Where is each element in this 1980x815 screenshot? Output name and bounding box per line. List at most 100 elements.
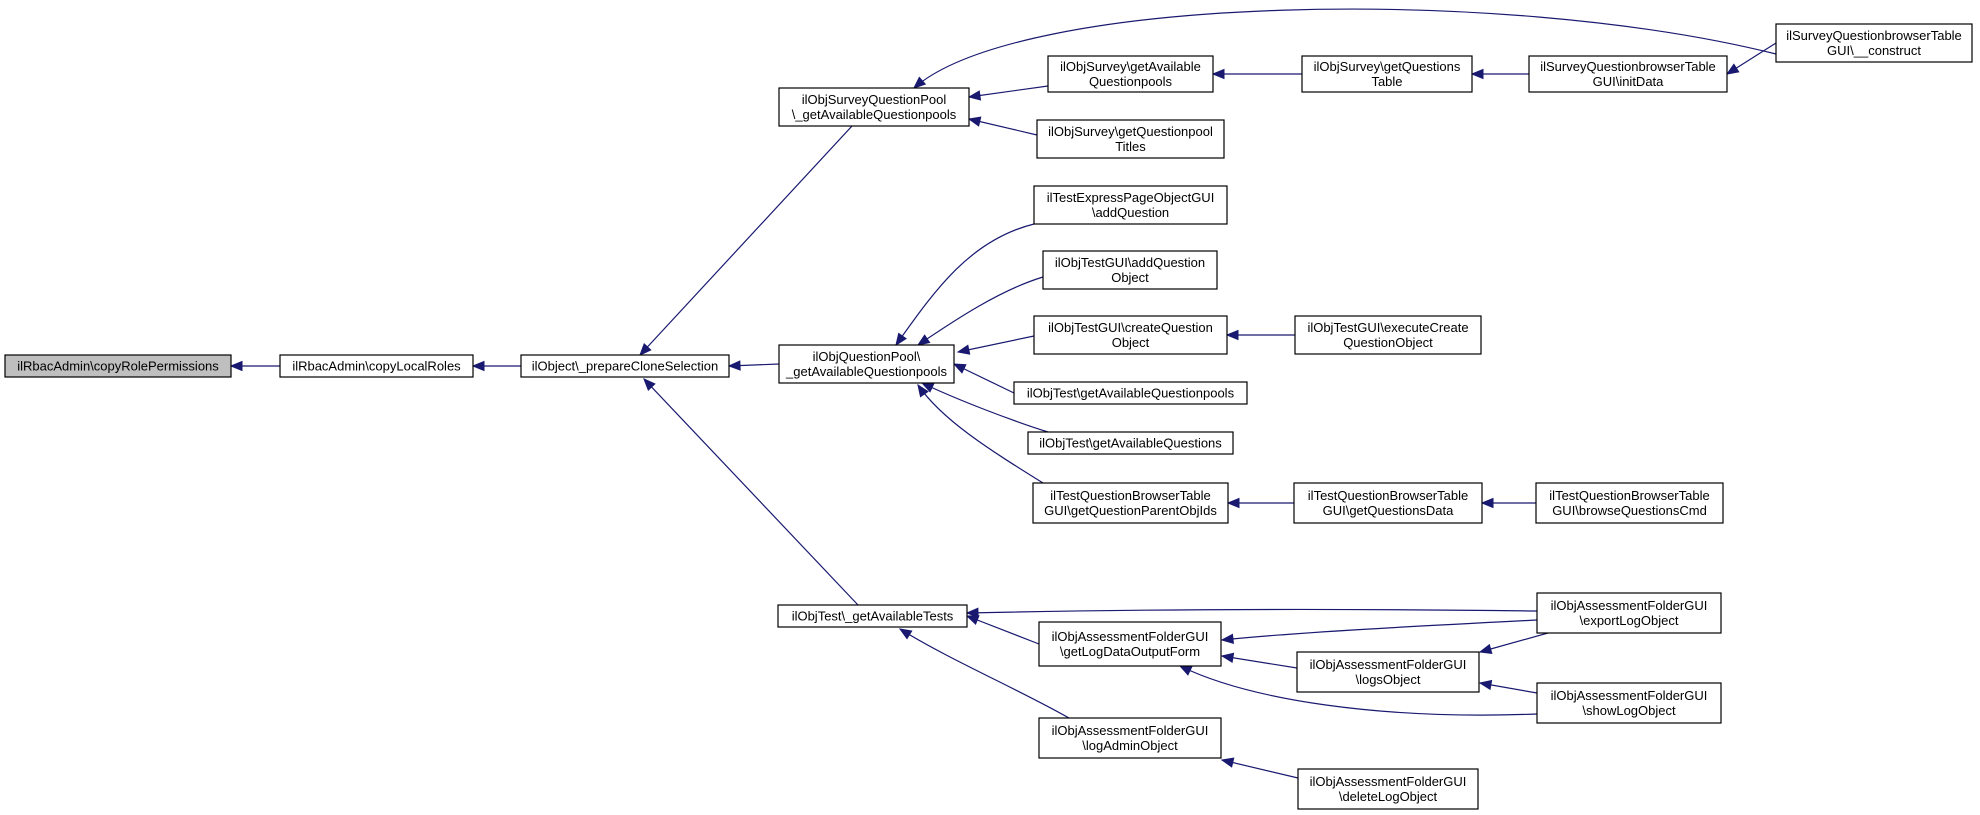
arrowhead-assessDeleteLogObject-to-assessLogAdminObject bbox=[1220, 757, 1235, 768]
node-label-line: ilTestQuestionBrowserTable bbox=[1549, 488, 1709, 503]
node-label-line: ilObjTestGUI\addQuestion bbox=[1055, 255, 1205, 270]
node-testQBrowserBrowseQuestionsCmd[interactable]: ilTestQuestionBrowserTableGUI\browseQues… bbox=[1535, 482, 1724, 524]
node-box bbox=[1038, 717, 1222, 759]
edge-surveyGetQpoolTitles-to-surveyQPoolGetAvail bbox=[968, 118, 1038, 136]
arrowhead-testQBrowserGetQuestionsData-to-testQBrowserGetParentObjIds bbox=[1226, 497, 1240, 509]
arrowhead-copyLocalRoles-to-copyRolePermissions bbox=[229, 360, 243, 372]
node-label-line: ilObjSurveyQuestionPool bbox=[802, 92, 947, 107]
node-box bbox=[1032, 482, 1229, 524]
edge-surveyGetAvailQpools-to-surveyQPoolGetAvail bbox=[968, 85, 1049, 98]
node-label-line: ilObjAssessmentFolderGUI bbox=[1551, 688, 1708, 703]
arrowhead-testGetAvailableTests-to-prepareCloneSelection bbox=[643, 378, 656, 391]
edge-testQBrowserGetParentObjIds-to-questionPoolGetAvail bbox=[917, 384, 1044, 484]
node-box bbox=[1536, 592, 1722, 634]
node-assessExportLogObject[interactable]: ilObjAssessmentFolderGUI\exportLogObject bbox=[1536, 592, 1722, 634]
edge-assessLogsObject-to-assessGetLogDataOutputForm bbox=[1221, 655, 1298, 669]
node-label-line: ilObjAssessmentFolderGUI bbox=[1310, 657, 1467, 672]
node-surveyQBrowserConstruct[interactable]: ilSurveyQuestionbrowserTableGUI\__constr… bbox=[1775, 23, 1973, 63]
node-label-line: _getAvailableQuestionpools bbox=[785, 364, 947, 379]
node-label-line: ilTestQuestionBrowserTable bbox=[1050, 488, 1210, 503]
node-testQBrowserGetQuestionsData[interactable]: ilTestQuestionBrowserTableGUI\getQuestio… bbox=[1293, 482, 1483, 524]
node-box bbox=[777, 604, 968, 628]
node-label-line: ilRbacAdmin\copyLocalRoles bbox=[292, 359, 461, 374]
edge-assessExportLogObject-to-assessLogsObject bbox=[1479, 632, 1549, 653]
arrowhead-testQBrowserGetParentObjIds-to-questionPoolGetAvail bbox=[917, 383, 929, 398]
nodes-layer: ilRbacAdmin\copyRolePermissions ilRbacAdm… bbox=[4, 23, 1973, 810]
node-box bbox=[4, 354, 232, 378]
node-box bbox=[1528, 55, 1728, 93]
node-label-line: \logAdminObject bbox=[1082, 738, 1178, 753]
node-testGetAvailableQuestionpools[interactable]: ilObjTest\getAvailableQuestionpools bbox=[1013, 381, 1248, 405]
arrowhead-surveyQBrowserConstruct-to-surveyQPoolGetAvail bbox=[913, 76, 927, 89]
node-surveyQPoolGetAvail[interactable]: ilObjSurveyQuestionPool\_getAvailableQue… bbox=[778, 87, 970, 127]
edge-testGuiCreateQuestionObject-to-questionPoolGetAvail bbox=[957, 335, 1035, 353]
arrowhead-assessExportLogObject-to-assessLogsObject bbox=[1478, 643, 1493, 654]
node-label-line: ilObjAssessmentFolderGUI bbox=[1551, 598, 1708, 613]
edges-layer bbox=[229, 8, 1777, 779]
node-box bbox=[1535, 482, 1724, 524]
edge-assessDeleteLogObject-to-assessLogAdminObject bbox=[1221, 759, 1299, 779]
node-box bbox=[1027, 431, 1234, 455]
node-testExpressAddQuestion[interactable]: ilTestExpressPageObjectGUI\addQuestion bbox=[1033, 185, 1228, 225]
node-label-line: Titles bbox=[1115, 139, 1146, 154]
node-label-line: \getLogDataOutputForm bbox=[1060, 644, 1200, 659]
arrowhead-testGuiAddQuestionObject-to-questionPoolGetAvail bbox=[916, 334, 931, 346]
node-label-line: ilObject\_prepareCloneSelection bbox=[532, 359, 718, 374]
node-label-line: ilRbacAdmin\copyRolePermissions bbox=[17, 359, 219, 374]
node-label-line: \addQuestion bbox=[1092, 205, 1169, 220]
arrowhead-questionPoolGetAvail-to-prepareCloneSelection bbox=[727, 360, 741, 371]
node-label-line: \logsObject bbox=[1355, 672, 1420, 687]
node-prepareCloneSelection[interactable]: ilObject\_prepareCloneSelection bbox=[520, 354, 730, 378]
node-label-line: ilObjTestGUI\executeCreate bbox=[1307, 320, 1468, 335]
node-label-line: QuestionObject bbox=[1343, 335, 1433, 350]
edge-surveyQBrowserConstruct-to-surveyQPoolGetAvail bbox=[913, 8, 1777, 89]
node-label-line: ilTestExpressPageObjectGUI bbox=[1047, 190, 1215, 205]
arrowhead-assessLogsObject-to-assessGetLogDataOutputForm bbox=[1220, 652, 1235, 663]
node-box bbox=[1033, 315, 1228, 355]
arrowhead-testGetAvailableQuestionpools-to-questionPoolGetAvail bbox=[952, 363, 967, 374]
arrowhead-assessGetLogDataOutputForm-to-testGetAvailableTests bbox=[965, 615, 980, 626]
node-box bbox=[1293, 482, 1483, 524]
node-assessLogAdminObject[interactable]: ilObjAssessmentFolderGUI\logAdminObject bbox=[1038, 717, 1222, 759]
node-label-line: \_getAvailableQuestionpools bbox=[792, 107, 957, 122]
node-assessDeleteLogObject[interactable]: ilObjAssessmentFolderGUI\deleteLogObject bbox=[1297, 768, 1479, 810]
arrowhead-surveyGetAvailQpools-to-surveyQPoolGetAvail bbox=[967, 90, 982, 101]
node-copyRolePermissions[interactable]: ilRbacAdmin\copyRolePermissions bbox=[4, 354, 232, 378]
arrowhead-assessLogAdminObject-to-testGetAvailableTests bbox=[898, 628, 913, 640]
node-testGetAvailableTests[interactable]: ilObjTest\_getAvailableTests bbox=[777, 604, 968, 628]
arrowhead-assessShowLogObject-to-assessLogsObject bbox=[1478, 679, 1493, 691]
node-label-line: \exportLogObject bbox=[1579, 613, 1678, 628]
node-label-line: ilObjTest\getAvailableQuestionpools bbox=[1027, 386, 1235, 401]
node-label-line: Object bbox=[1112, 335, 1150, 350]
arrowhead-surveyGetQuestionsTable-to-surveyGetAvailQpools bbox=[1211, 68, 1225, 80]
node-assessShowLogObject[interactable]: ilObjAssessmentFolderGUI\showLogObject bbox=[1536, 682, 1722, 724]
node-testGetAvailableQuestions[interactable]: ilObjTest\getAvailableQuestions bbox=[1027, 431, 1234, 455]
arrowhead-testQBrowserBrowseQuestionsCmd-to-testQBrowserGetQuestionsData bbox=[1480, 497, 1494, 509]
node-assessGetLogDataOutputForm[interactable]: ilObjAssessmentFolderGUI\getLogDataOutpu… bbox=[1038, 621, 1222, 667]
node-box bbox=[1038, 621, 1222, 667]
node-box bbox=[1301, 55, 1473, 93]
node-assessLogsObject[interactable]: ilObjAssessmentFolderGUI\logsObject bbox=[1296, 651, 1480, 693]
node-copyLocalRoles[interactable]: ilRbacAdmin\copyLocalRoles bbox=[279, 354, 474, 378]
node-box bbox=[1042, 250, 1218, 290]
node-label-line: ilObjTest\getAvailableQuestions bbox=[1039, 436, 1222, 451]
edge-assessLogAdminObject-to-testGetAvailableTests bbox=[899, 628, 1070, 719]
node-surveyGetAvailQpools[interactable]: ilObjSurvey\getAvailableQuestionpools bbox=[1047, 55, 1214, 93]
node-label-line: ilTestQuestionBrowserTable bbox=[1308, 488, 1468, 503]
node-testQBrowserGetParentObjIds[interactable]: ilTestQuestionBrowserTableGUI\getQuestio… bbox=[1032, 482, 1229, 524]
node-label-line: \showLogObject bbox=[1582, 703, 1676, 718]
node-label-line: GUI\getQuestionsData bbox=[1323, 503, 1455, 518]
node-label-line: Table bbox=[1371, 74, 1402, 89]
node-label-line: ilObjSurvey\getQuestionpool bbox=[1048, 124, 1213, 139]
node-questionPoolGetAvail[interactable]: ilObjQuestionPool\_getAvailableQuestionp… bbox=[778, 344, 955, 384]
node-label-line: ilObjAssessmentFolderGUI bbox=[1052, 723, 1209, 738]
arrowhead-surveyQBrowserInitData-to-surveyGetQuestionsTable bbox=[1470, 68, 1484, 80]
node-label-line: GUI\browseQuestionsCmd bbox=[1552, 503, 1707, 518]
arrowhead-prepareCloneSelection-to-copyLocalRoles bbox=[471, 360, 485, 372]
